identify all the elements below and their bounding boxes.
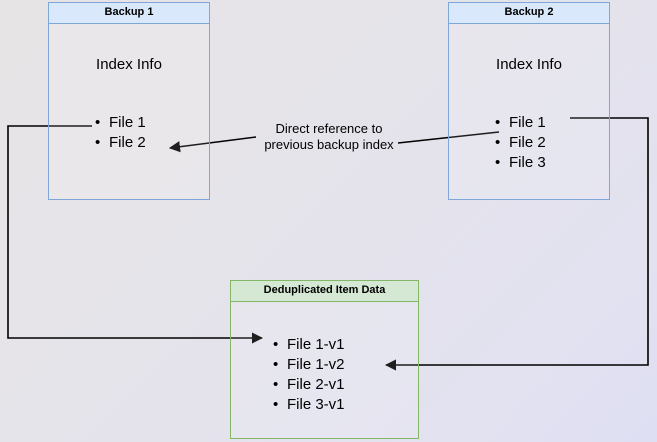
edge-label-line-1: Direct reference to — [275, 121, 383, 136]
edge-label-direct-reference: Direct reference to previous backup inde… — [249, 121, 409, 153]
list-item: File 1-v2 — [273, 355, 345, 375]
node-backup-1-subtitle: Index Info — [96, 56, 162, 73]
node-backup-2-title: Backup 2 — [449, 3, 609, 24]
list-item: File 3-v1 — [273, 395, 345, 415]
list-item: File 2 — [495, 133, 546, 153]
list-item: File 1-v1 — [273, 335, 345, 355]
list-item: File 1 — [495, 113, 546, 133]
list-item: File 1 — [95, 113, 146, 133]
node-backup-1[interactable]: Backup 1 Index Info File 1 File 2 — [48, 2, 210, 200]
list-item: File 3 — [495, 153, 546, 173]
list-item: File 2 — [95, 133, 146, 153]
node-backup-1-file-list: File 1 File 2 — [95, 113, 146, 153]
list-item: File 2-v1 — [273, 375, 345, 395]
node-backup-2[interactable]: Backup 2 Index Info File 1 File 2 File 3 — [448, 2, 610, 200]
node-deduplicated-file-list: File 1-v1 File 1-v2 File 2-v1 File 3-v1 — [273, 335, 345, 415]
edge-label-line-2: previous backup index — [264, 137, 394, 152]
node-backup-1-title: Backup 1 — [49, 3, 209, 24]
node-deduplicated-item-data-title: Deduplicated Item Data — [231, 281, 418, 302]
node-backup-2-file-list: File 1 File 2 File 3 — [495, 113, 546, 173]
node-deduplicated-item-data-body: File 1-v1 File 1-v2 File 2-v1 File 3-v1 — [231, 302, 418, 438]
node-deduplicated-item-data[interactable]: Deduplicated Item Data File 1-v1 File 1-… — [230, 280, 419, 439]
node-backup-2-body: Index Info File 1 File 2 File 3 — [449, 24, 609, 199]
node-backup-2-subtitle: Index Info — [496, 56, 562, 73]
node-backup-1-body: Index Info File 1 File 2 — [49, 24, 209, 199]
